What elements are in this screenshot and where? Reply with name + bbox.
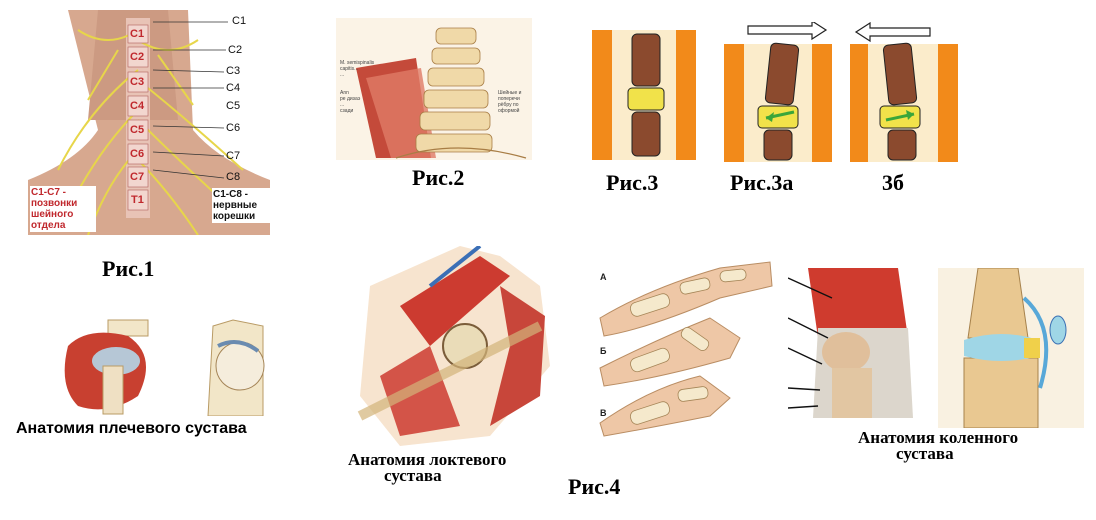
fig2-left-label: capitis... [340, 66, 359, 72]
fig2-left-label: ... [340, 102, 345, 108]
elbow-joint-drawing [340, 246, 556, 446]
elbow-caption-line1: Анатомия локтевого [348, 450, 507, 469]
vertebra-label: C4 [130, 100, 145, 112]
fig2-left-label: сзади [340, 108, 354, 114]
shoulder-caption: Анатомия плечевого сустава [16, 420, 247, 437]
vertebra-label: C5 [130, 124, 145, 136]
displaced-disc-drawing-b [850, 22, 958, 162]
fig1-cervical-spine-illustration: C1 C2 C3 C4 C5 C6 C7 T1 C1 C2 C3 C4 C5 C… [28, 10, 270, 235]
fig3b-disc-displaced-diagram [850, 22, 958, 162]
fig3-disc-normal-diagram [592, 30, 696, 160]
vertebra-label: C2 [130, 51, 145, 63]
fig2-right-label: рёбру по [498, 102, 519, 108]
fig3-caption: Рис.3 [606, 170, 659, 195]
nerve-root-label: C2 [228, 44, 243, 56]
displaced-disc-drawing-a [724, 22, 832, 162]
neck-anatomy-drawing [28, 10, 270, 235]
knee-joint-drawing [788, 268, 1084, 428]
vertebrae-note-line: C1-C7 - [31, 187, 67, 198]
knee-anatomy-illustration [788, 268, 1084, 428]
vertebrae-note-line: позвонки [31, 198, 78, 209]
fig2-caption: Рис.2 [412, 165, 465, 190]
vertebra-label: T1 [131, 194, 144, 206]
fig3a-caption: Рис.3а [730, 170, 794, 195]
nerve-roots-note-line: нервные [213, 200, 257, 211]
knee-caption-line1: Анатомия коленного [858, 428, 1019, 447]
cervical-muscles-drawing [336, 18, 532, 160]
finger-joints-drawing [590, 258, 776, 438]
fig4-caption: Рис.4 [568, 474, 621, 499]
fig2-right-label: Шейные и [498, 90, 522, 96]
nerve-roots-note-line: корешки [213, 211, 256, 222]
shoulder-anatomy-illustration [28, 316, 278, 416]
fig2-right-label: поперечи [498, 96, 520, 102]
nerve-root-label: C5 [226, 100, 241, 112]
nerve-root-label: C7 [226, 150, 241, 162]
vertebra-label: C1 [130, 28, 145, 40]
fig2-left-label: ре дизаэ [340, 96, 361, 102]
vertebra-label: C7 [130, 171, 145, 183]
nerve-roots-note-line: C1-C8 - [213, 189, 249, 200]
finger-label: А [600, 272, 607, 282]
nerve-root-label: C6 [226, 122, 241, 134]
elbow-caption-line2: сустава [384, 466, 442, 485]
nerve-root-label: C8 [226, 171, 241, 183]
normal-disc-drawing [592, 30, 696, 160]
nerve-root-label: C4 [226, 82, 241, 94]
fig2-right-label: оформой [498, 108, 520, 114]
fig4-finger-anatomy-illustration: А Б В [590, 258, 776, 438]
elbow-anatomy-illustration [340, 246, 556, 446]
vertebrae-note-line: шейного [31, 209, 74, 220]
nerve-root-label: C3 [226, 65, 241, 77]
nerve-root-label: C1 [232, 15, 247, 27]
fig2-left-label: ... [340, 72, 345, 78]
finger-label: В [600, 408, 607, 418]
fig2-spine-muscle-illustration: М. semispinalis capitis... ... Ann ре ди… [336, 18, 532, 160]
fig3a-disc-displaced-diagram [722, 22, 834, 162]
fig3b-caption: 3б [882, 170, 904, 195]
vertebrae-note-line: отдела [31, 220, 66, 231]
nerve-roots-note: C1-C8 - нервные корешки [212, 188, 270, 223]
vertebrae-note: C1-C7 - позвонки шейного отдела [30, 186, 96, 232]
finger-label: Б [600, 346, 607, 356]
fig2-left-label: М. semispinalis [340, 60, 375, 66]
fig1-caption: Рис.1 [102, 256, 155, 281]
knee-caption-line2: сустава [896, 444, 954, 463]
fig2-left-label: Ann [340, 90, 349, 96]
vertebra-label: C3 [130, 76, 145, 88]
vertebra-label: C6 [130, 148, 145, 160]
shoulder-joint-drawing [28, 316, 278, 416]
